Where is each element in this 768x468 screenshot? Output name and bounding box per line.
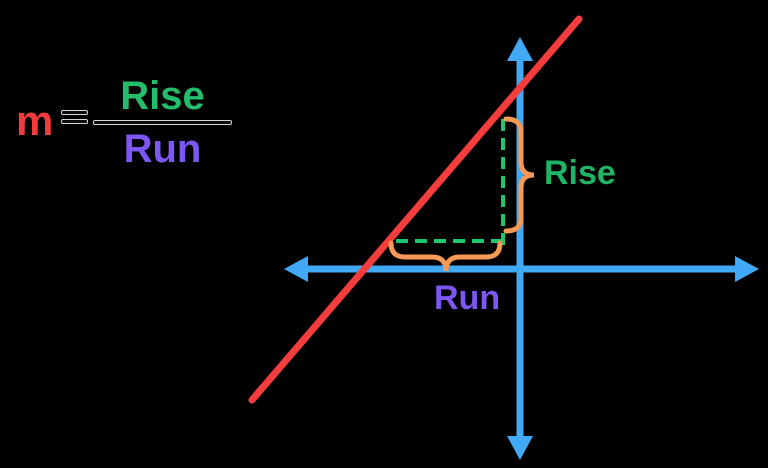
run-brace: [388, 240, 503, 272]
x-axis-left-arrow-icon: [284, 256, 308, 282]
fraction-numerator: Rise: [120, 74, 205, 118]
y-axis-bottom-arrow-icon: [507, 436, 533, 460]
fraction-denominator: Run: [123, 127, 202, 171]
equals-sign: [61, 110, 88, 128]
equals-top-bar: [61, 110, 88, 115]
y-axis-top-arrow-icon: [507, 37, 533, 61]
slope-line: [248, 15, 583, 404]
rise-over-run-fraction: Rise Run: [93, 76, 232, 169]
rise-brace: [503, 116, 535, 234]
rise-label: Rise: [544, 154, 616, 192]
fraction-bar: [93, 120, 232, 125]
x-axis-right-arrow-icon: [735, 256, 759, 282]
equals-bottom-bar: [61, 119, 88, 124]
run-label: Run: [434, 279, 501, 317]
formula-m: m: [16, 97, 54, 144]
